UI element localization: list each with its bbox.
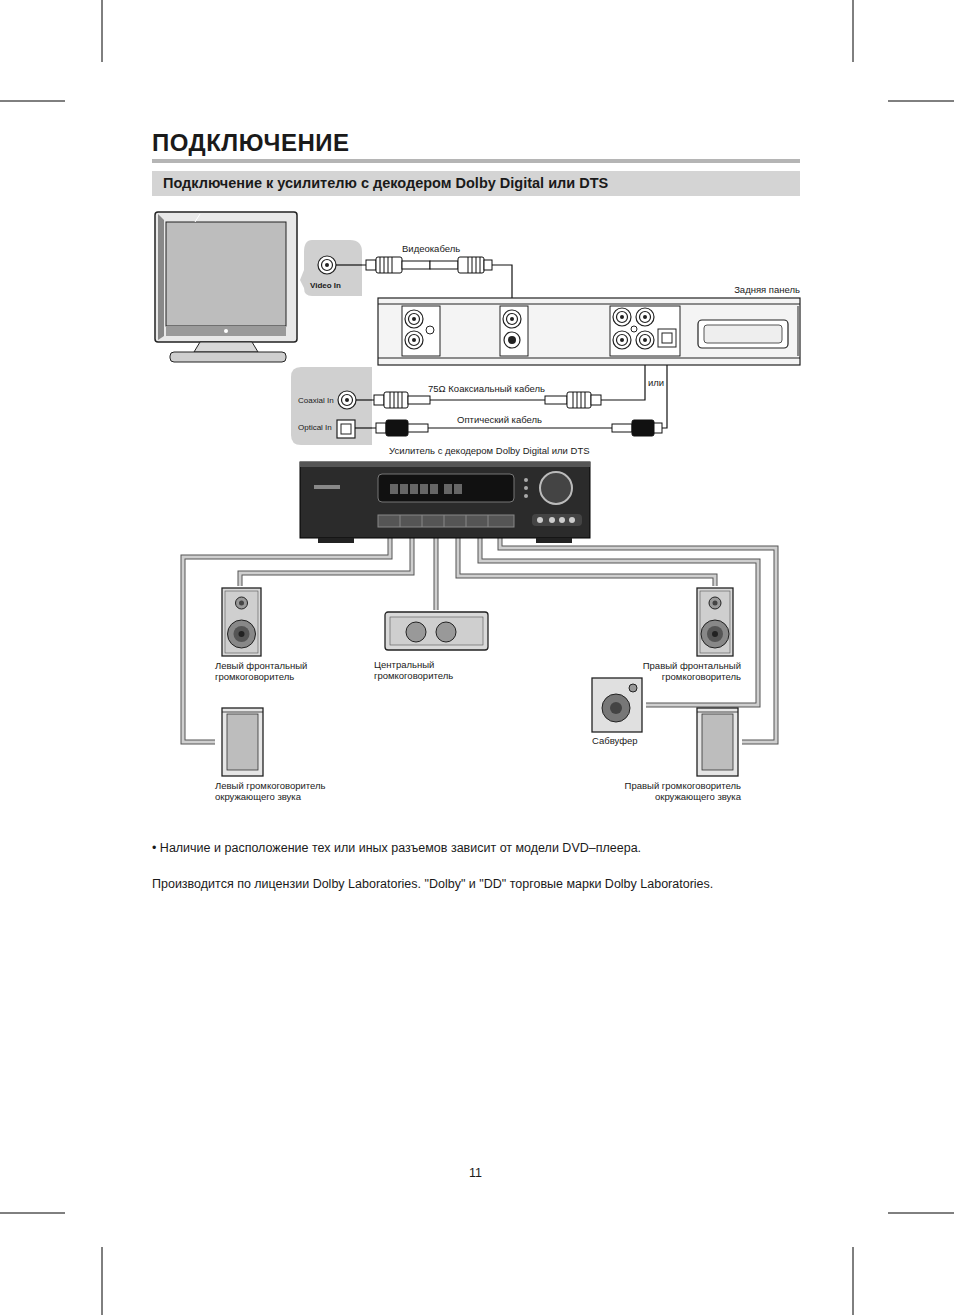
node-label: Coaxial In (298, 396, 336, 406)
speaker-surround-left: Левый громкоговоритель окружающего звука (215, 706, 345, 806)
wire-outline (240, 538, 412, 586)
node-label: Центральный громкоговоритель (374, 659, 479, 682)
subwoofer: Сабвуфер (590, 676, 646, 748)
wire-core (183, 538, 390, 742)
node-label: Сабвуфер (592, 735, 652, 746)
signal-cable (372, 365, 667, 428)
speaker-center: Центральный громкоговоритель (374, 610, 492, 684)
page-number: 11 (469, 1166, 482, 1181)
wire-core (240, 538, 412, 586)
speaker-surround-right: Правый громкоговоритель окружающего звук… (612, 706, 742, 806)
node-label: Левый фронтальный громкоговоритель (215, 660, 327, 683)
video-in-callout: Video In (300, 240, 362, 296)
amp-input-callout-drawing (291, 367, 372, 445)
node-label: Задняя панель (678, 284, 800, 295)
node-label: Левый громкоговоритель окружающего звука (215, 780, 341, 803)
speaker-wire (436, 538, 437, 610)
speaker-front-right: Правый фронтальный громкоговоритель (628, 586, 742, 685)
cable-line (372, 365, 645, 400)
speaker-wire (183, 538, 390, 742)
cable-label: Оптический кабель (456, 414, 543, 425)
node-label: Правый громкоговоритель окружающего звук… (612, 780, 741, 803)
or-note: или (648, 377, 664, 388)
node-label: Optical In (298, 423, 336, 433)
amplifier-drawing (300, 462, 590, 538)
wire-core (435, 538, 438, 610)
note: • Наличие и расположение тех или иных ра… (152, 841, 641, 856)
license-note: Производится по лицензии Dolby Laborator… (152, 877, 713, 892)
cable-line (372, 365, 667, 428)
cable-label: Видеокабель (401, 243, 461, 254)
wire-outline (434, 538, 439, 610)
node-label: Video In (310, 281, 360, 291)
signal-cable (372, 365, 645, 400)
cable-label: 75Ω Коаксиальный кабель (427, 383, 546, 394)
rear-panel: Задняя панель (378, 298, 800, 365)
section-heading: Подключение к усилителю с декодером Dolb… (163, 175, 608, 192)
speaker-front-left: Левый фронтальный громкоговоритель (215, 586, 330, 685)
node-label: Усилитель с декодером Dolby Digital или … (389, 445, 609, 456)
amp-input-callout: Coaxial In Optical In (291, 367, 372, 445)
wire-outline (183, 538, 390, 742)
page-title: ПОДКЛЮЧЕНИЕ (152, 129, 350, 158)
node-label: Правый фронтальный громкоговоритель (628, 660, 741, 683)
speaker-wire (240, 538, 412, 586)
amplifier: Усилитель с декодером Dolby Digital или … (300, 462, 590, 538)
rear-panel-drawing (378, 298, 800, 365)
